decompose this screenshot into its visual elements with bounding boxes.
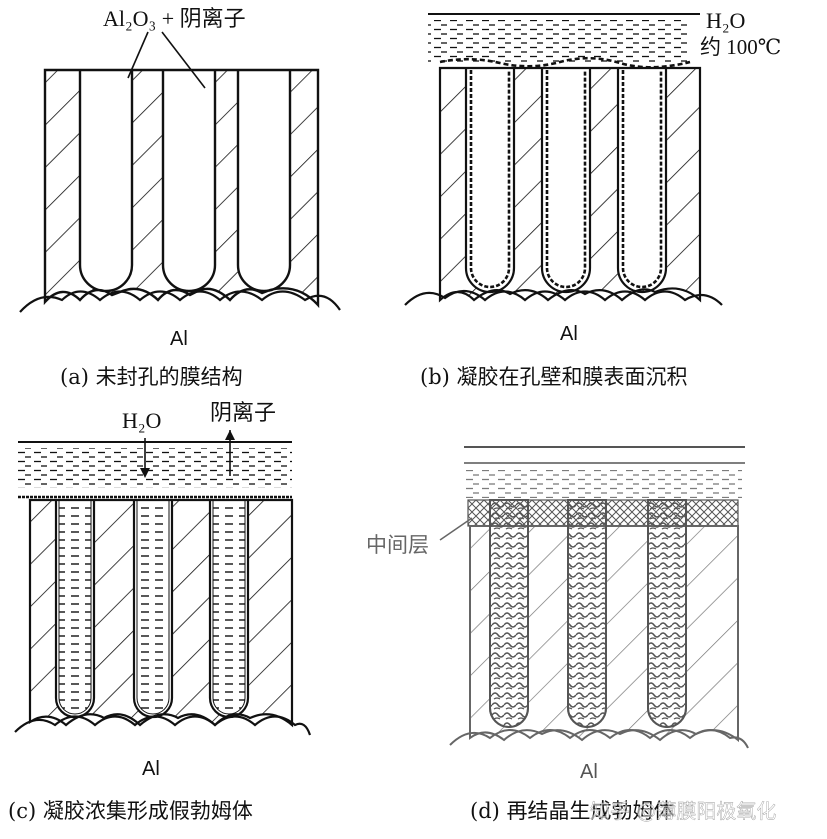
panel-b: H₂O 约 100℃ Al (b) 凝胶在孔壁和膜表面沉积 <box>404 8 781 389</box>
panel-b-water <box>428 13 700 64</box>
panel-d-caption: (d) 再结晶生成勃姆体 <box>470 799 675 823</box>
panel-d: 中间层 Al (d) 再结晶生成勃姆体 知乎 @薄膜阳极氧化 <box>366 446 777 823</box>
watermark: 知乎 @薄膜阳极氧化 <box>590 799 776 823</box>
panel-a-caption: (a) 未封孔的膜结构 <box>60 365 243 389</box>
panel-a-label-top: Al₂O₃ + 阴离子 <box>103 6 246 31</box>
panel-b-metal-label: Al <box>560 323 578 345</box>
panel-c-metal-label: Al <box>142 758 160 780</box>
panel-c-anion-label: 阴离子 <box>210 400 276 425</box>
panel-b-metal-boundary <box>404 289 723 306</box>
panel-c-caption: (c) 凝胶浓集形成假勃姆体 <box>8 799 253 823</box>
panel-a-metal-label: Al <box>170 328 188 350</box>
panel-c-pseudoboehmite <box>58 499 246 715</box>
panel-c: H₂O 阴离子 Al (c) 凝胶浓集形成假勃姆体 <box>8 400 312 823</box>
panel-b-gel-deposits <box>439 56 691 289</box>
panel-a-leader-1 <box>127 31 149 79</box>
panel-b-temp-label: 约 100℃ <box>700 35 781 59</box>
panel-c-water <box>18 441 292 499</box>
panel-d-metal-label: Al <box>580 761 598 783</box>
panel-c-metal-boundary <box>14 715 312 736</box>
panel-b-oxide <box>438 66 702 303</box>
panel-d-metal-boundary <box>449 729 749 749</box>
panel-d-water <box>464 446 745 498</box>
panel-a-oxide <box>43 68 320 309</box>
panel-b-caption: (b) 凝胶在孔壁和膜表面沉积 <box>420 365 688 389</box>
panel-a-metal-boundary <box>19 290 341 313</box>
panel-d-layer-label: 中间层 <box>366 533 429 557</box>
panel-b-water-label: H₂O <box>706 8 745 33</box>
panel-c-water-label: H₂O <box>122 408 161 433</box>
panel-d-boehmite <box>489 499 687 728</box>
panel-a: Al₂O₃ + 阴离子 Al (a) 未封孔的膜结构 <box>19 6 341 389</box>
panel-d-layer-leader <box>439 517 473 541</box>
panel-a-leader-2 <box>161 31 206 89</box>
